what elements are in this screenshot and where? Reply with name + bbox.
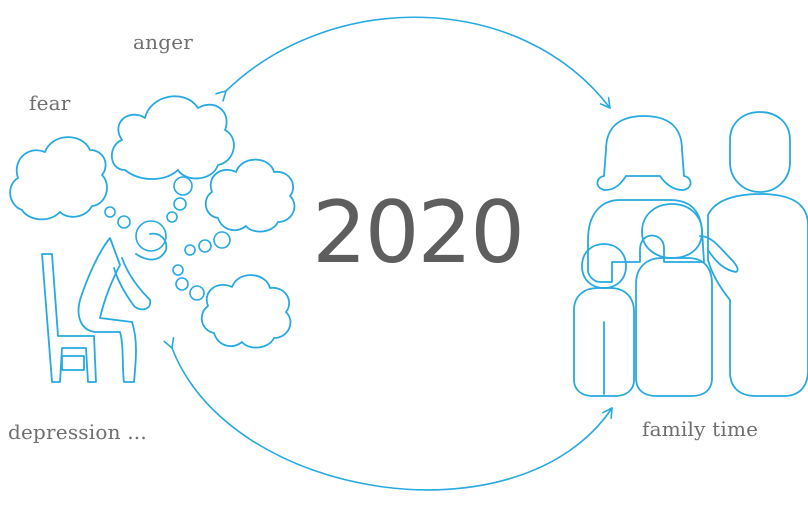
depression-label: depression ... — [8, 420, 147, 444]
worried-person-on-chair-icon — [41, 232, 168, 383]
fear-label: fear — [29, 91, 71, 115]
thought-bubble-icon — [213, 231, 231, 249]
thought-bubble-icon — [135, 220, 167, 252]
thought-bubble-icon — [172, 264, 184, 276]
thought-bubble-icon — [184, 244, 196, 256]
family-time-label: family time — [642, 417, 759, 441]
center-year: 2020 — [312, 183, 525, 283]
thought-bubble-icon — [173, 197, 187, 211]
thought-bubble-icon — [175, 277, 189, 291]
bottom-cycle-arrow — [163, 337, 613, 491]
thought-bubble-icon — [117, 215, 131, 229]
anger-cloud-icon — [110, 95, 235, 180]
thought-bubble-icon — [189, 285, 205, 301]
thought-bubble-icon — [198, 239, 212, 253]
top-cycle-arrow — [215, 16, 611, 109]
thought-bubble-icon — [173, 176, 193, 196]
family-group-icon — [573, 111, 808, 397]
thought-bubble-icon — [104, 206, 116, 218]
anger-label: anger — [133, 30, 194, 54]
fear-cloud-icon — [9, 136, 108, 221]
thought-cloud-icon — [204, 158, 296, 233]
thought-cloud-icon — [200, 274, 292, 349]
thought-bubble-icon — [166, 211, 178, 223]
